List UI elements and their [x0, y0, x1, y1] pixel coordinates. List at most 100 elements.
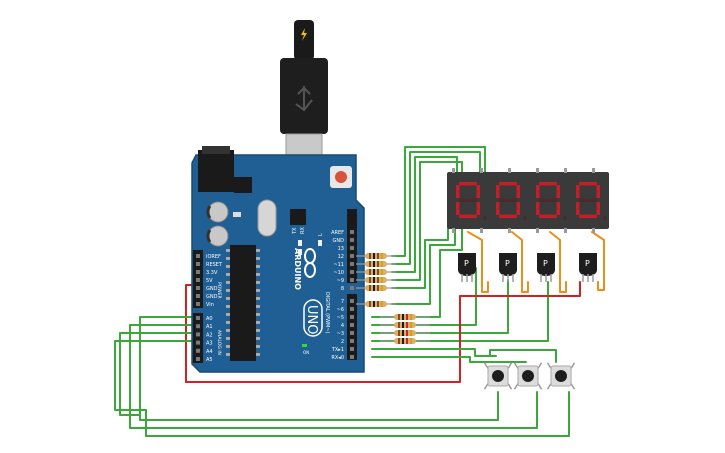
- digital-pin-label: 4: [341, 323, 344, 329]
- segment: [459, 214, 477, 218]
- power-pin-hole[interactable]: [196, 286, 200, 290]
- analog-pin-hole[interactable]: [196, 332, 200, 337]
- digital-pin-label: 8: [341, 286, 344, 292]
- resistor-band: [381, 277, 383, 283]
- decimal-point: [483, 216, 487, 220]
- transistor-body: [579, 253, 597, 276]
- digital-pin-hole[interactable]: [350, 331, 354, 335]
- segment: [476, 185, 480, 198]
- resistor[interactable]: [380, 330, 430, 336]
- digital-pin-hole[interactable]: [350, 347, 354, 351]
- pushbutton[interactable]: [513, 362, 543, 390]
- transistor-label: P: [585, 259, 590, 268]
- segment: [496, 185, 500, 198]
- resistor-body: [365, 253, 387, 259]
- power-pin-hole[interactable]: [196, 270, 200, 274]
- pnp-transistor[interactable]: P: [458, 253, 476, 282]
- resistor[interactable]: [380, 314, 430, 320]
- button-cap[interactable]: [492, 370, 504, 382]
- pushbutton[interactable]: [546, 362, 576, 390]
- resistor[interactable]: [356, 301, 396, 307]
- digital-pin-label: 7: [341, 299, 344, 305]
- button-cap[interactable]: [555, 370, 567, 382]
- segment: [576, 185, 580, 198]
- power-pin-hole[interactable]: [196, 278, 200, 282]
- power-pin-label: IOREF: [206, 254, 221, 260]
- on-led: [302, 344, 307, 347]
- digital-pin-hole[interactable]: [350, 339, 354, 343]
- on-label: ON: [303, 350, 309, 355]
- resistor-band: [398, 314, 400, 320]
- resistor-band: [402, 322, 404, 328]
- resistor-band: [406, 330, 408, 336]
- model-label: UNO: [304, 305, 319, 334]
- digital-pin-label: ~11: [333, 262, 344, 268]
- analog-pin-hole[interactable]: [196, 324, 200, 329]
- green-wires-buttons: [114, 316, 570, 437]
- power-pin-hole[interactable]: [196, 294, 200, 298]
- rx-led: [298, 249, 302, 255]
- digital-pin-hole[interactable]: [350, 246, 354, 250]
- digital-pin-hole[interactable]: [350, 238, 354, 242]
- resistor[interactable]: [380, 338, 430, 344]
- power-pin-hole[interactable]: [196, 302, 200, 306]
- segment: [536, 202, 540, 215]
- digital-pin-hole[interactable]: [350, 262, 354, 266]
- pnp-transistor[interactable]: P: [499, 253, 517, 282]
- segment: [556, 185, 560, 198]
- crystal-oscillator: [257, 199, 277, 237]
- digital-pin-hole[interactable]: [350, 323, 354, 327]
- resistor-band: [377, 253, 379, 259]
- segment: [516, 202, 520, 215]
- resistor-band: [373, 301, 375, 307]
- digital-pin-hole[interactable]: [350, 315, 354, 319]
- arduino-logo: ARDUINO: [293, 248, 316, 290]
- resistor-body: [394, 330, 416, 336]
- power-pin-hole[interactable]: [196, 254, 200, 258]
- seven-segment-display[interactable]: [447, 168, 609, 233]
- digital-pin-hole[interactable]: [350, 230, 354, 234]
- analog-pin-hole[interactable]: [196, 340, 200, 345]
- resistor-band: [377, 285, 379, 291]
- resistor[interactable]: [356, 253, 396, 259]
- power-pin-hole[interactable]: [196, 262, 200, 266]
- resistor[interactable]: [380, 322, 430, 328]
- lightning-icon: [301, 28, 307, 41]
- resistor-band: [373, 253, 375, 259]
- resistor[interactable]: [356, 261, 396, 267]
- header-pin-holes: [196, 230, 354, 361]
- segment: [579, 214, 597, 218]
- pnp-transistor[interactable]: P: [537, 253, 555, 282]
- analog-pin-hole[interactable]: [196, 316, 200, 320]
- resistor-band: [377, 261, 379, 267]
- digital-pin-hole[interactable]: [350, 355, 354, 359]
- resistor[interactable]: [356, 285, 396, 291]
- resistor-band: [369, 253, 371, 259]
- l-led: [318, 240, 322, 246]
- reset-button-cap[interactable]: [335, 171, 347, 183]
- digital-pin-hole[interactable]: [350, 270, 354, 274]
- resistor-body: [365, 269, 387, 275]
- digital-pin-hole[interactable]: [350, 278, 354, 282]
- atmega-chip: [230, 245, 256, 361]
- resistor[interactable]: [356, 269, 396, 275]
- segment: [556, 202, 560, 215]
- transistor-label: P: [505, 259, 510, 268]
- brand-label: ARDUINO: [293, 248, 302, 290]
- digital-pin-hole[interactable]: [350, 299, 354, 303]
- digital-pin-hole[interactable]: [350, 286, 354, 290]
- resistor-band: [373, 277, 375, 283]
- segment: [536, 185, 540, 198]
- pushbutton[interactable]: [483, 362, 513, 390]
- arduino-board[interactable]: TX RX L ON ARDUINO UNO POWER ANALOG IN D…: [191, 146, 365, 373]
- digital-pin-label: 2: [341, 339, 344, 345]
- pnp-transistor[interactable]: P: [579, 253, 597, 282]
- power-pin-label: GND: [206, 294, 218, 300]
- analog-pin-hole[interactable]: [196, 348, 200, 353]
- digital-pin-hole[interactable]: [350, 307, 354, 311]
- resistor[interactable]: [356, 277, 396, 283]
- button-cap[interactable]: [522, 370, 534, 382]
- digital-pin-hole[interactable]: [350, 254, 354, 258]
- smd-parts: [233, 212, 241, 217]
- analog-pin-hole[interactable]: [196, 357, 200, 361]
